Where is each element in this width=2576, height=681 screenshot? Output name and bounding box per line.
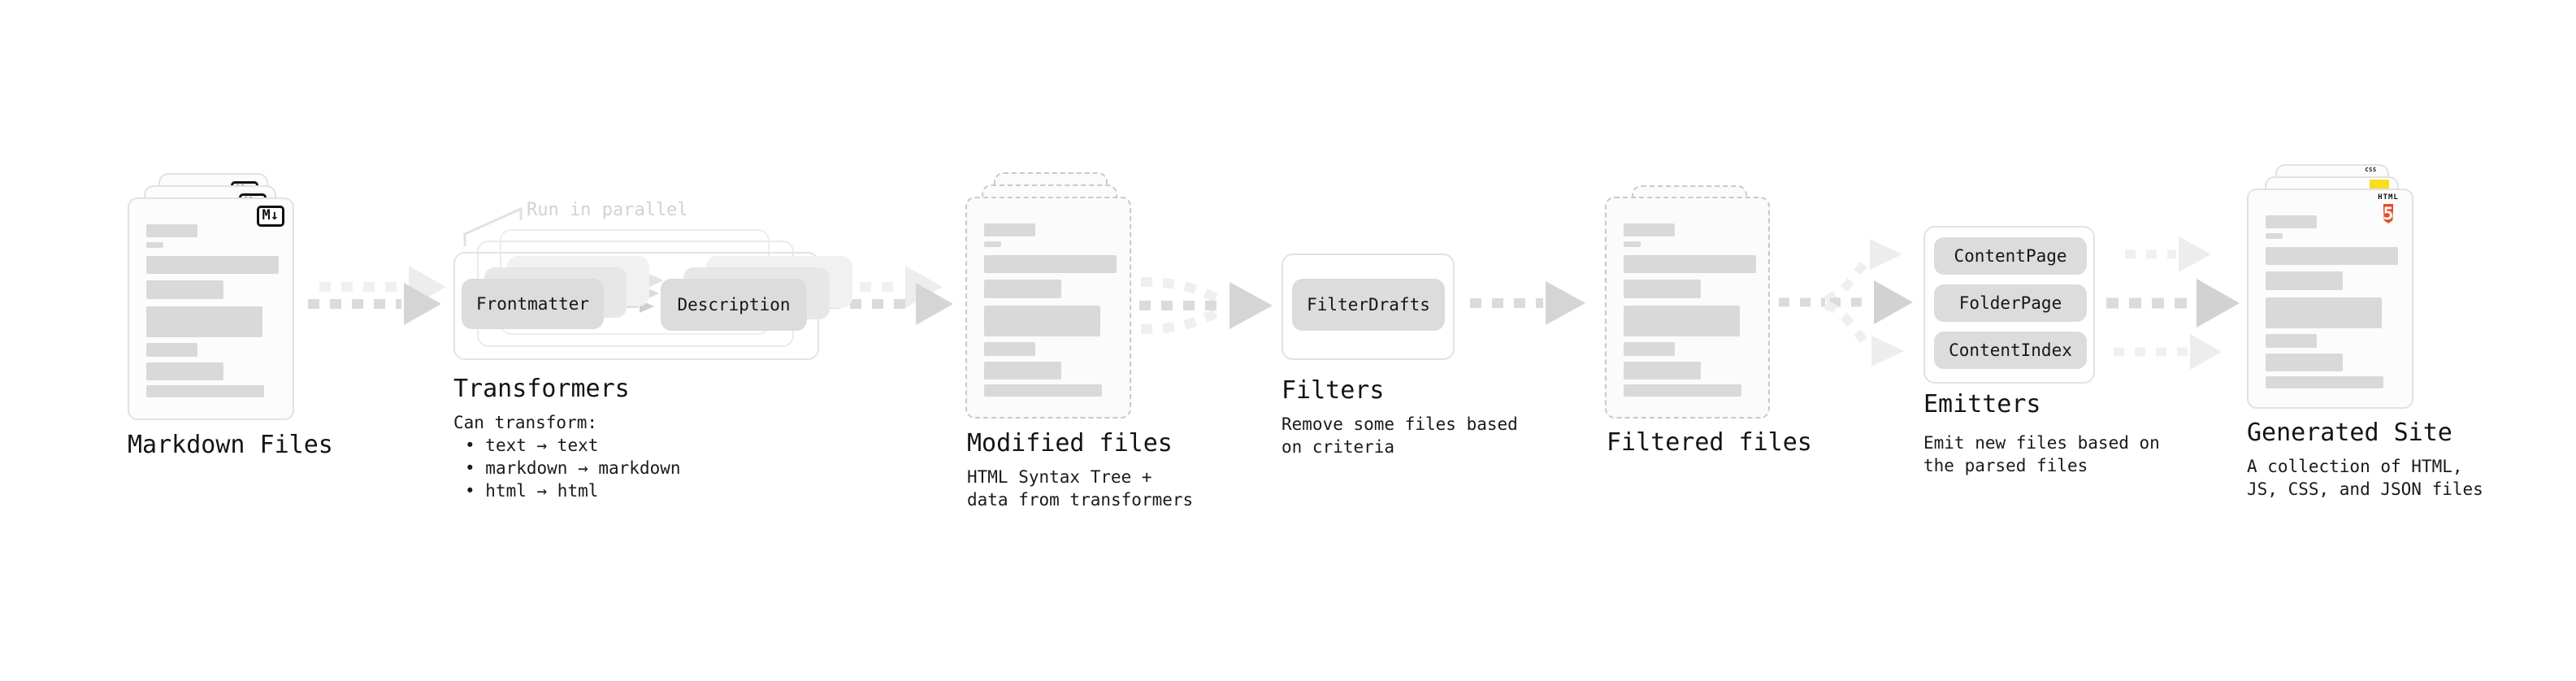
emitters-description: Emit new files based on the parsed files [1923,432,2160,477]
text-placeholder-bar [146,256,279,274]
markdown-icon: M↓ [256,206,284,227]
modified-desc-line: HTML Syntax Tree + [967,467,1152,487]
run-in-parallel-note: Run in parallel [527,200,688,220]
text-placeholder-bar [146,242,163,248]
filters-description: Remove some files based on criteria [1281,413,1518,458]
filterdrafts-step: FilterDrafts [1292,279,1445,331]
description-step: Description [661,279,807,331]
arrow-modified-to-filters [1139,277,1273,334]
markdown-files-label: Markdown Files [128,431,333,459]
modified-files-description: HTML Syntax Tree + data from transformer… [967,466,1193,511]
frontmatter-step: Frontmatter [462,279,604,329]
text-placeholder-bar [2266,215,2317,228]
generated-desc-line: JS, CSS, and JSON files [2247,479,2483,499]
modified-files-label: Modified files [967,429,1173,458]
text-placeholder-bar [146,224,197,237]
text-placeholder-bar [984,241,1001,247]
text-placeholder-bar [1624,342,1675,356]
generated-site-label: Generated Site [2247,419,2452,447]
text-placeholder-bar [2266,233,2283,239]
generated-desc-line: A collection of HTML, [2247,457,2463,476]
text-placeholder-bar [1624,306,1740,336]
filters-desc-line: Remove some files based [1281,414,1518,434]
text-placeholder-bar [984,384,1102,397]
text-placeholder-bar [2266,354,2343,371]
text-placeholder-bar [984,362,1061,380]
text-placeholder-bar [984,306,1100,336]
transform-bullet: markdown → markdown [453,457,680,479]
html5-icon: HTML 5 [2378,193,2399,223]
filters-label: Filters [1281,376,1385,405]
folderpage-emitter: FolderPage [1934,284,2087,322]
arrow-emitters-to-generated [2106,236,2240,370]
text-placeholder-bar [146,280,223,299]
emitters-desc-line: Emit new files based on [1923,433,2160,453]
emitters-label: Emitters [1923,390,2041,419]
css-file-icon: CSS [2365,167,2377,173]
contentindex-emitter: ContentIndex [1934,332,2087,369]
text-placeholder-bar [1624,362,1701,380]
contentpage-emitter: ContentPage [1934,237,2087,275]
text-placeholder-bar [146,306,262,337]
text-placeholder-bar [1624,241,1641,247]
text-placeholder-bar [1624,280,1701,298]
js-file-icon [2370,180,2389,190]
modified-file-card-front [965,197,1131,419]
text-placeholder-bar [984,280,1061,298]
transformers-label: Transformers [453,375,630,403]
filters-desc-line: on criteria [1281,437,1395,457]
markdown-file-card-front: M↓ [128,197,294,420]
generated-html-file-card: HTML 5 [2247,189,2413,409]
text-placeholder-bar [1624,223,1675,236]
text-placeholder-bar [2266,334,2317,348]
text-placeholder-bar [984,255,1117,273]
transform-bullet: html → html [453,479,681,502]
arrow-filtered-to-emitters [1779,239,1913,367]
transform-bullet: text → text [453,434,681,457]
filtered-files-label: Filtered files [1607,428,1812,457]
text-placeholder-bar [2266,271,2343,290]
text-placeholder-bar [2266,247,2398,265]
text-placeholder-bar [1624,255,1756,273]
modified-desc-line: data from transformers [967,490,1194,510]
text-placeholder-bar [146,343,197,357]
text-placeholder-bar [984,223,1035,236]
text-placeholder-bar [984,342,1035,356]
filtered-file-card-front [1605,197,1770,419]
transformers-desc-title: Can transform: [453,413,598,432]
text-placeholder-bar [1624,384,1741,397]
text-placeholder-bar [2266,297,2382,328]
emitters-desc-line: the parsed files [1923,456,2088,475]
text-placeholder-bar [146,385,264,397]
text-placeholder-bar [146,362,223,380]
arrow-filters-to-filtered [1470,281,1585,325]
generated-site-description: A collection of HTML, JS, CSS, and JSON … [2247,455,2483,501]
run-in-parallel-leader-line [463,206,523,246]
text-placeholder-bar [2266,376,2383,388]
arrow-markdown-to-transformers [308,266,446,325]
transformers-description: Can transform: text → text markdown → ma… [453,411,681,502]
